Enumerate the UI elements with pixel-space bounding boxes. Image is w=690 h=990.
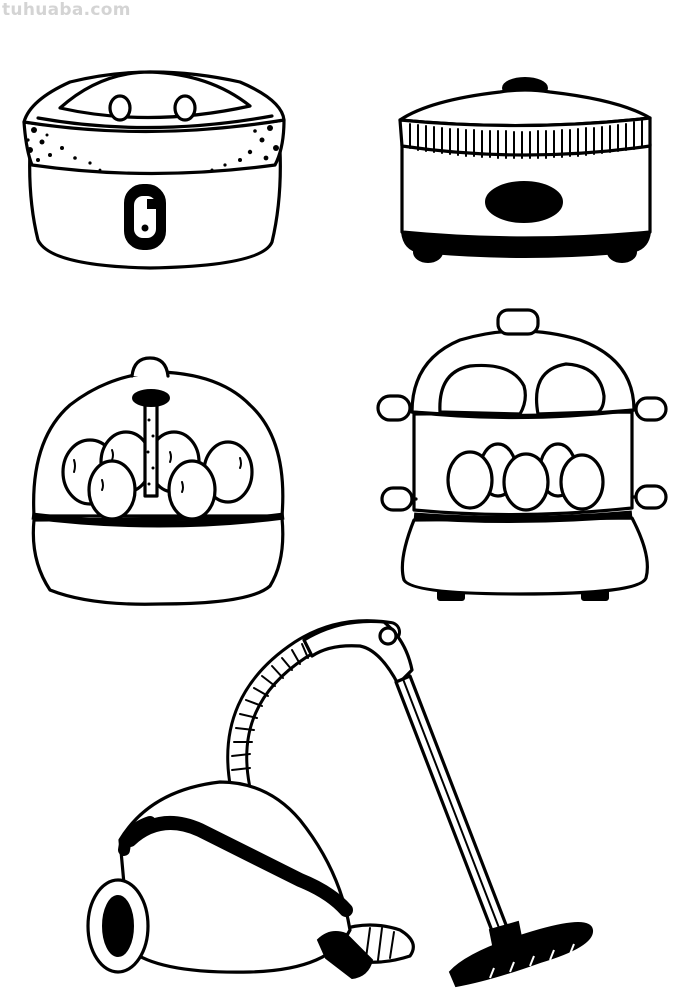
egg-cooker-illustration	[31, 356, 285, 606]
vacuum-cleaner-illustration	[86, 619, 594, 988]
food-steamer-illustration	[376, 308, 668, 601]
rice-cooker-illustration	[22, 70, 286, 270]
slow-cooker-illustration	[398, 77, 652, 263]
watermark-text: tuhuaba.com	[2, 0, 131, 20]
